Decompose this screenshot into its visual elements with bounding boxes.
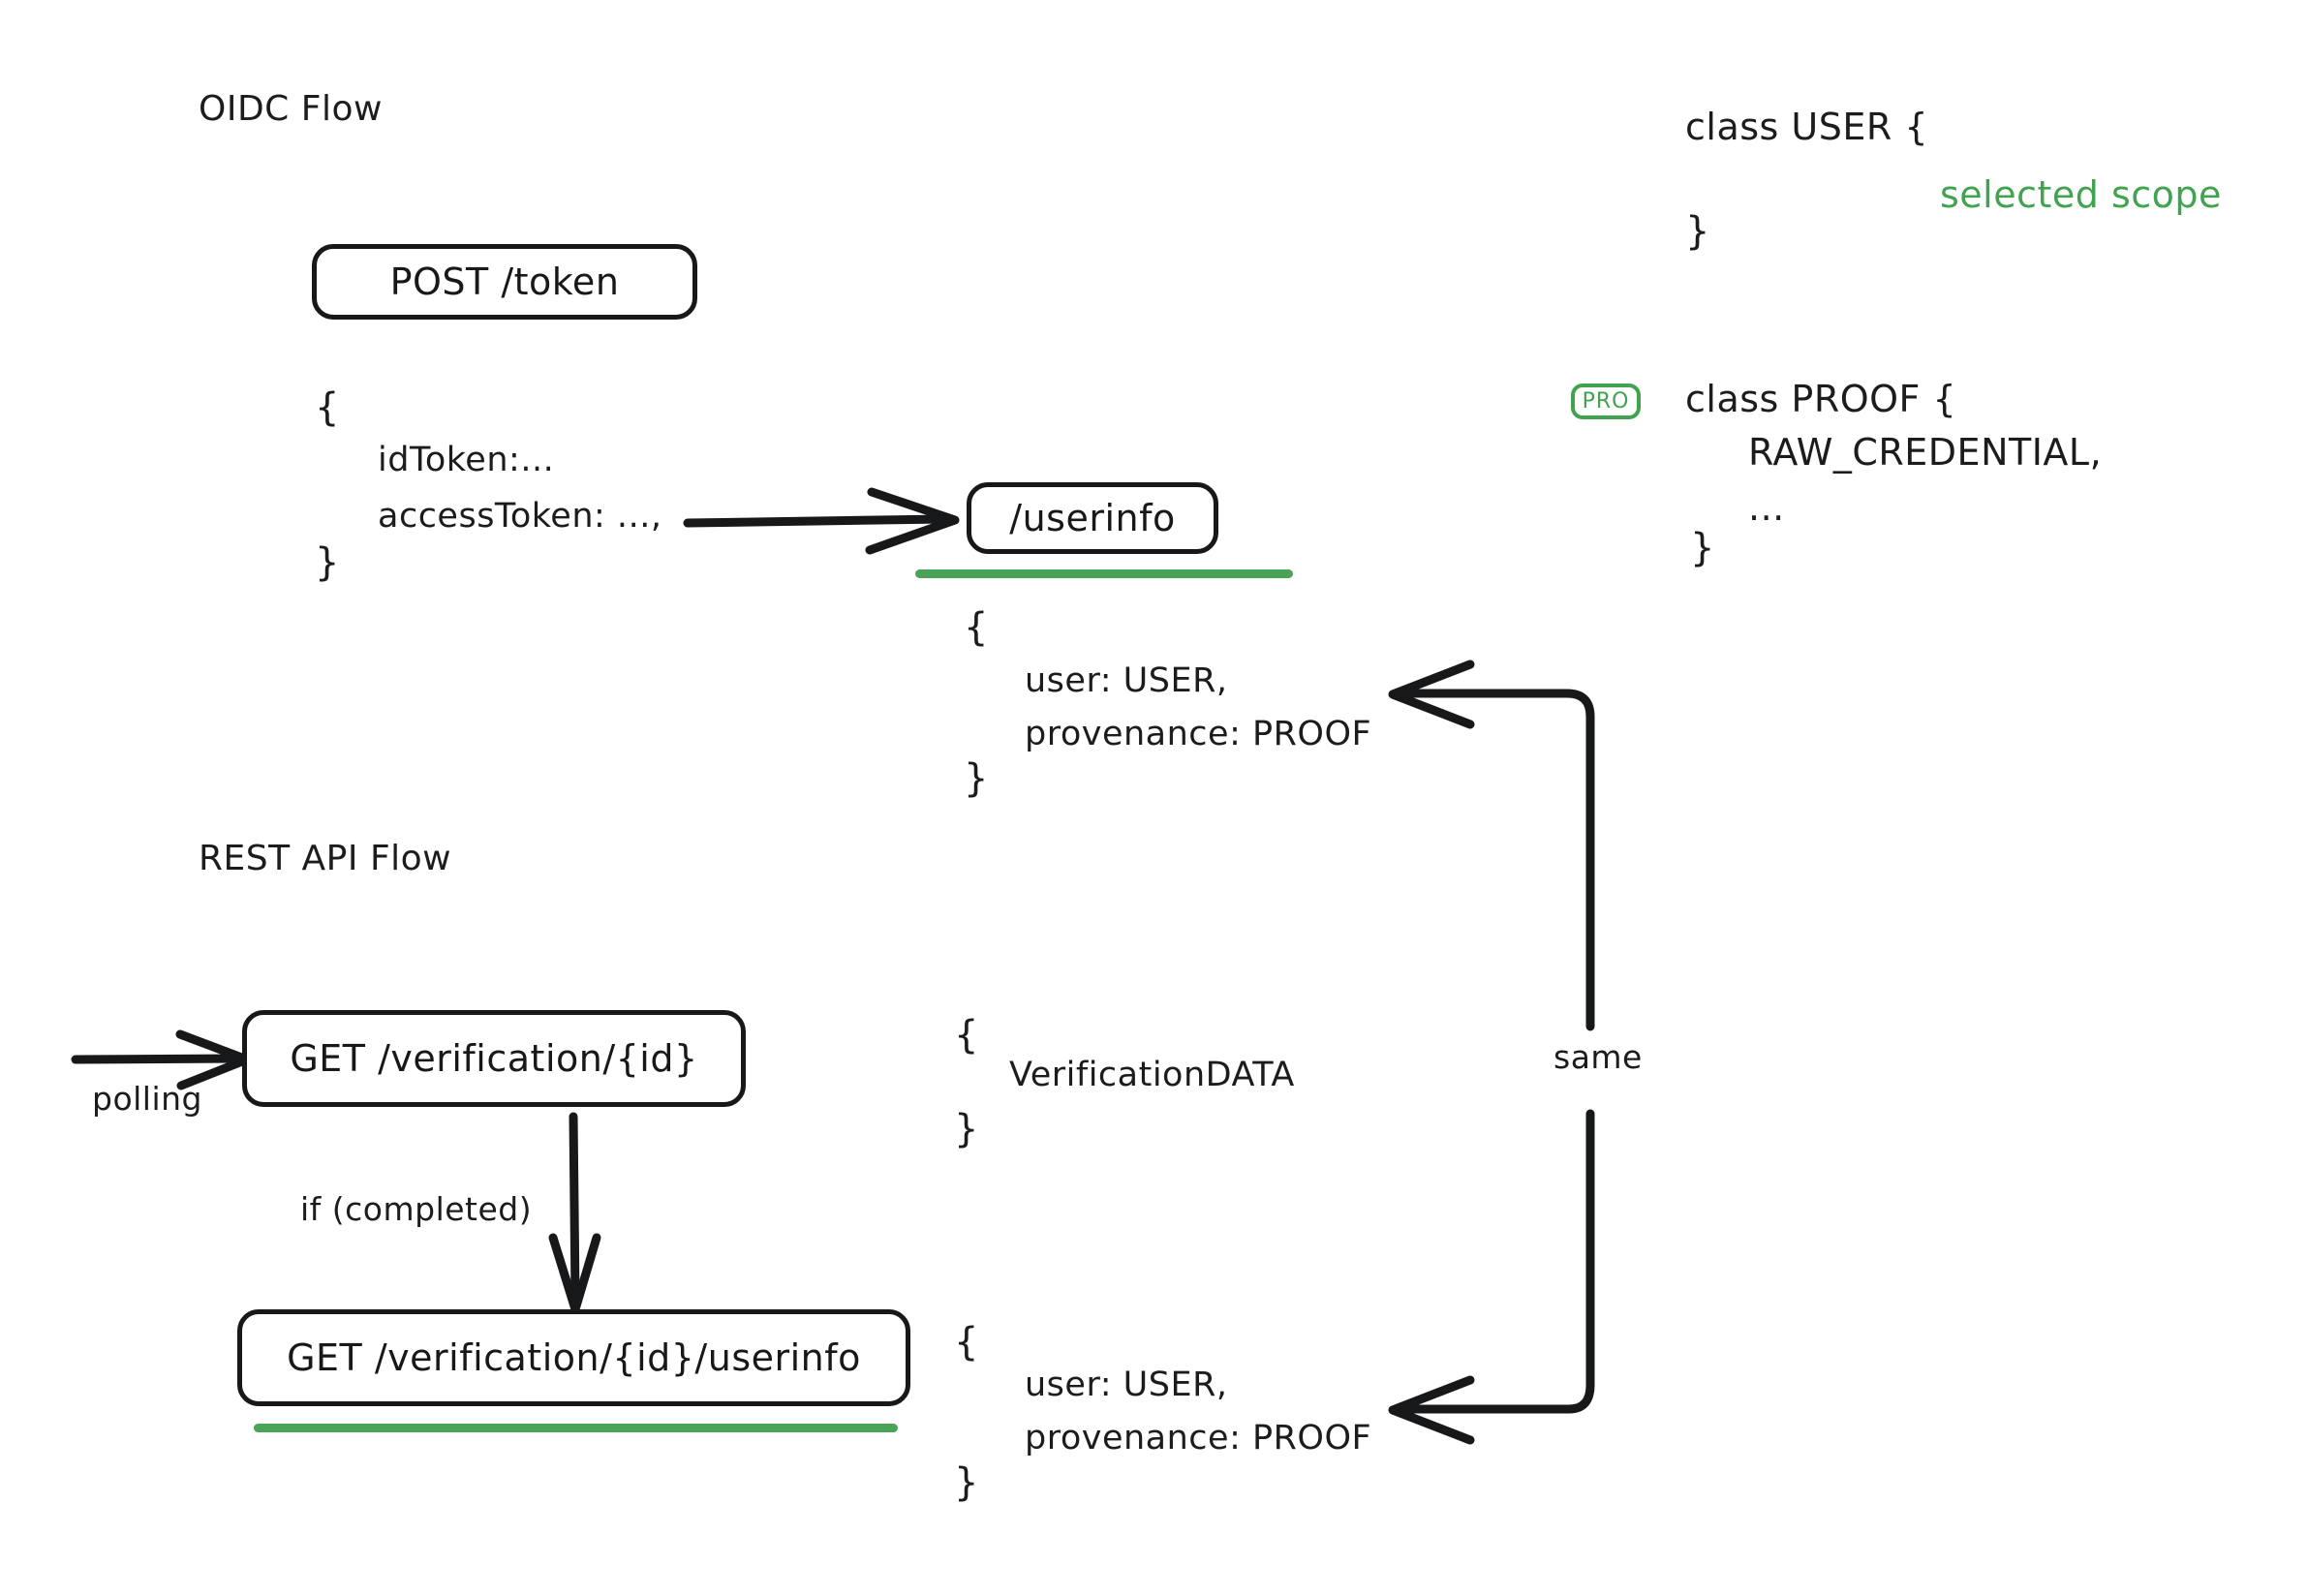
class-proof-field: RAW_CREDENTIAL, <box>1748 431 2103 474</box>
if-completed-label: if (completed) <box>300 1190 533 1228</box>
node-get-verification-userinfo[interactable]: GET /verification/{id}/userinfo <box>237 1309 910 1406</box>
class-proof-header: class PROOF { <box>1685 378 1957 420</box>
rest-userinfo-response-provenance: provenance: PROOF <box>1025 1419 1372 1458</box>
class-user-header: class USER { <box>1685 106 1929 148</box>
userinfo-response-open-brace: { <box>964 605 989 650</box>
rest-userinfo-response-close-brace: } <box>954 1460 979 1505</box>
rest-userinfo-response-open-brace: { <box>954 1320 979 1365</box>
token-response-close-brace: } <box>315 540 340 585</box>
verification-response-open-brace: { <box>954 1013 979 1058</box>
verification-userinfo-green-underline <box>254 1424 898 1432</box>
node-userinfo[interactable]: /userinfo <box>967 482 1218 554</box>
class-proof-close-brace: } <box>1690 526 1715 570</box>
rest-flow-title: REST API Flow <box>199 839 452 878</box>
userinfo-green-underline <box>915 569 1293 578</box>
oidc-flow-title: OIDC Flow <box>199 89 383 129</box>
arrow-token-to-userinfo <box>683 487 960 555</box>
same-connector-label: same <box>1548 1039 1648 1077</box>
userinfo-response-provenance: provenance: PROOF <box>1025 715 1372 753</box>
class-user-close-brace: } <box>1685 209 1710 254</box>
token-response-idtoken: idToken:... <box>378 441 555 479</box>
node-get-verification[interactable]: GET /verification/{id} <box>242 1010 746 1107</box>
class-proof-ellipsis: ... <box>1748 486 1785 529</box>
arrow-if-completed <box>548 1112 601 1314</box>
polling-label: polling <box>92 1080 203 1118</box>
verification-response-close-brace: } <box>954 1107 979 1151</box>
token-response-accesstoken: accessToken: ..., <box>378 497 662 536</box>
rest-userinfo-response-user: user: USER, <box>1025 1366 1228 1404</box>
userinfo-response-close-brace: } <box>964 756 989 801</box>
node-post-token[interactable]: POST /token <box>312 244 697 320</box>
selected-scope-annotation: selected scope <box>1940 173 2222 216</box>
token-response-open-brace: { <box>315 385 340 430</box>
pro-badge: PRO <box>1571 384 1641 419</box>
userinfo-response-user: user: USER, <box>1025 661 1228 700</box>
arrow-polling <box>71 1029 252 1090</box>
verification-response-data: VerificationDATA <box>1009 1056 1295 1094</box>
